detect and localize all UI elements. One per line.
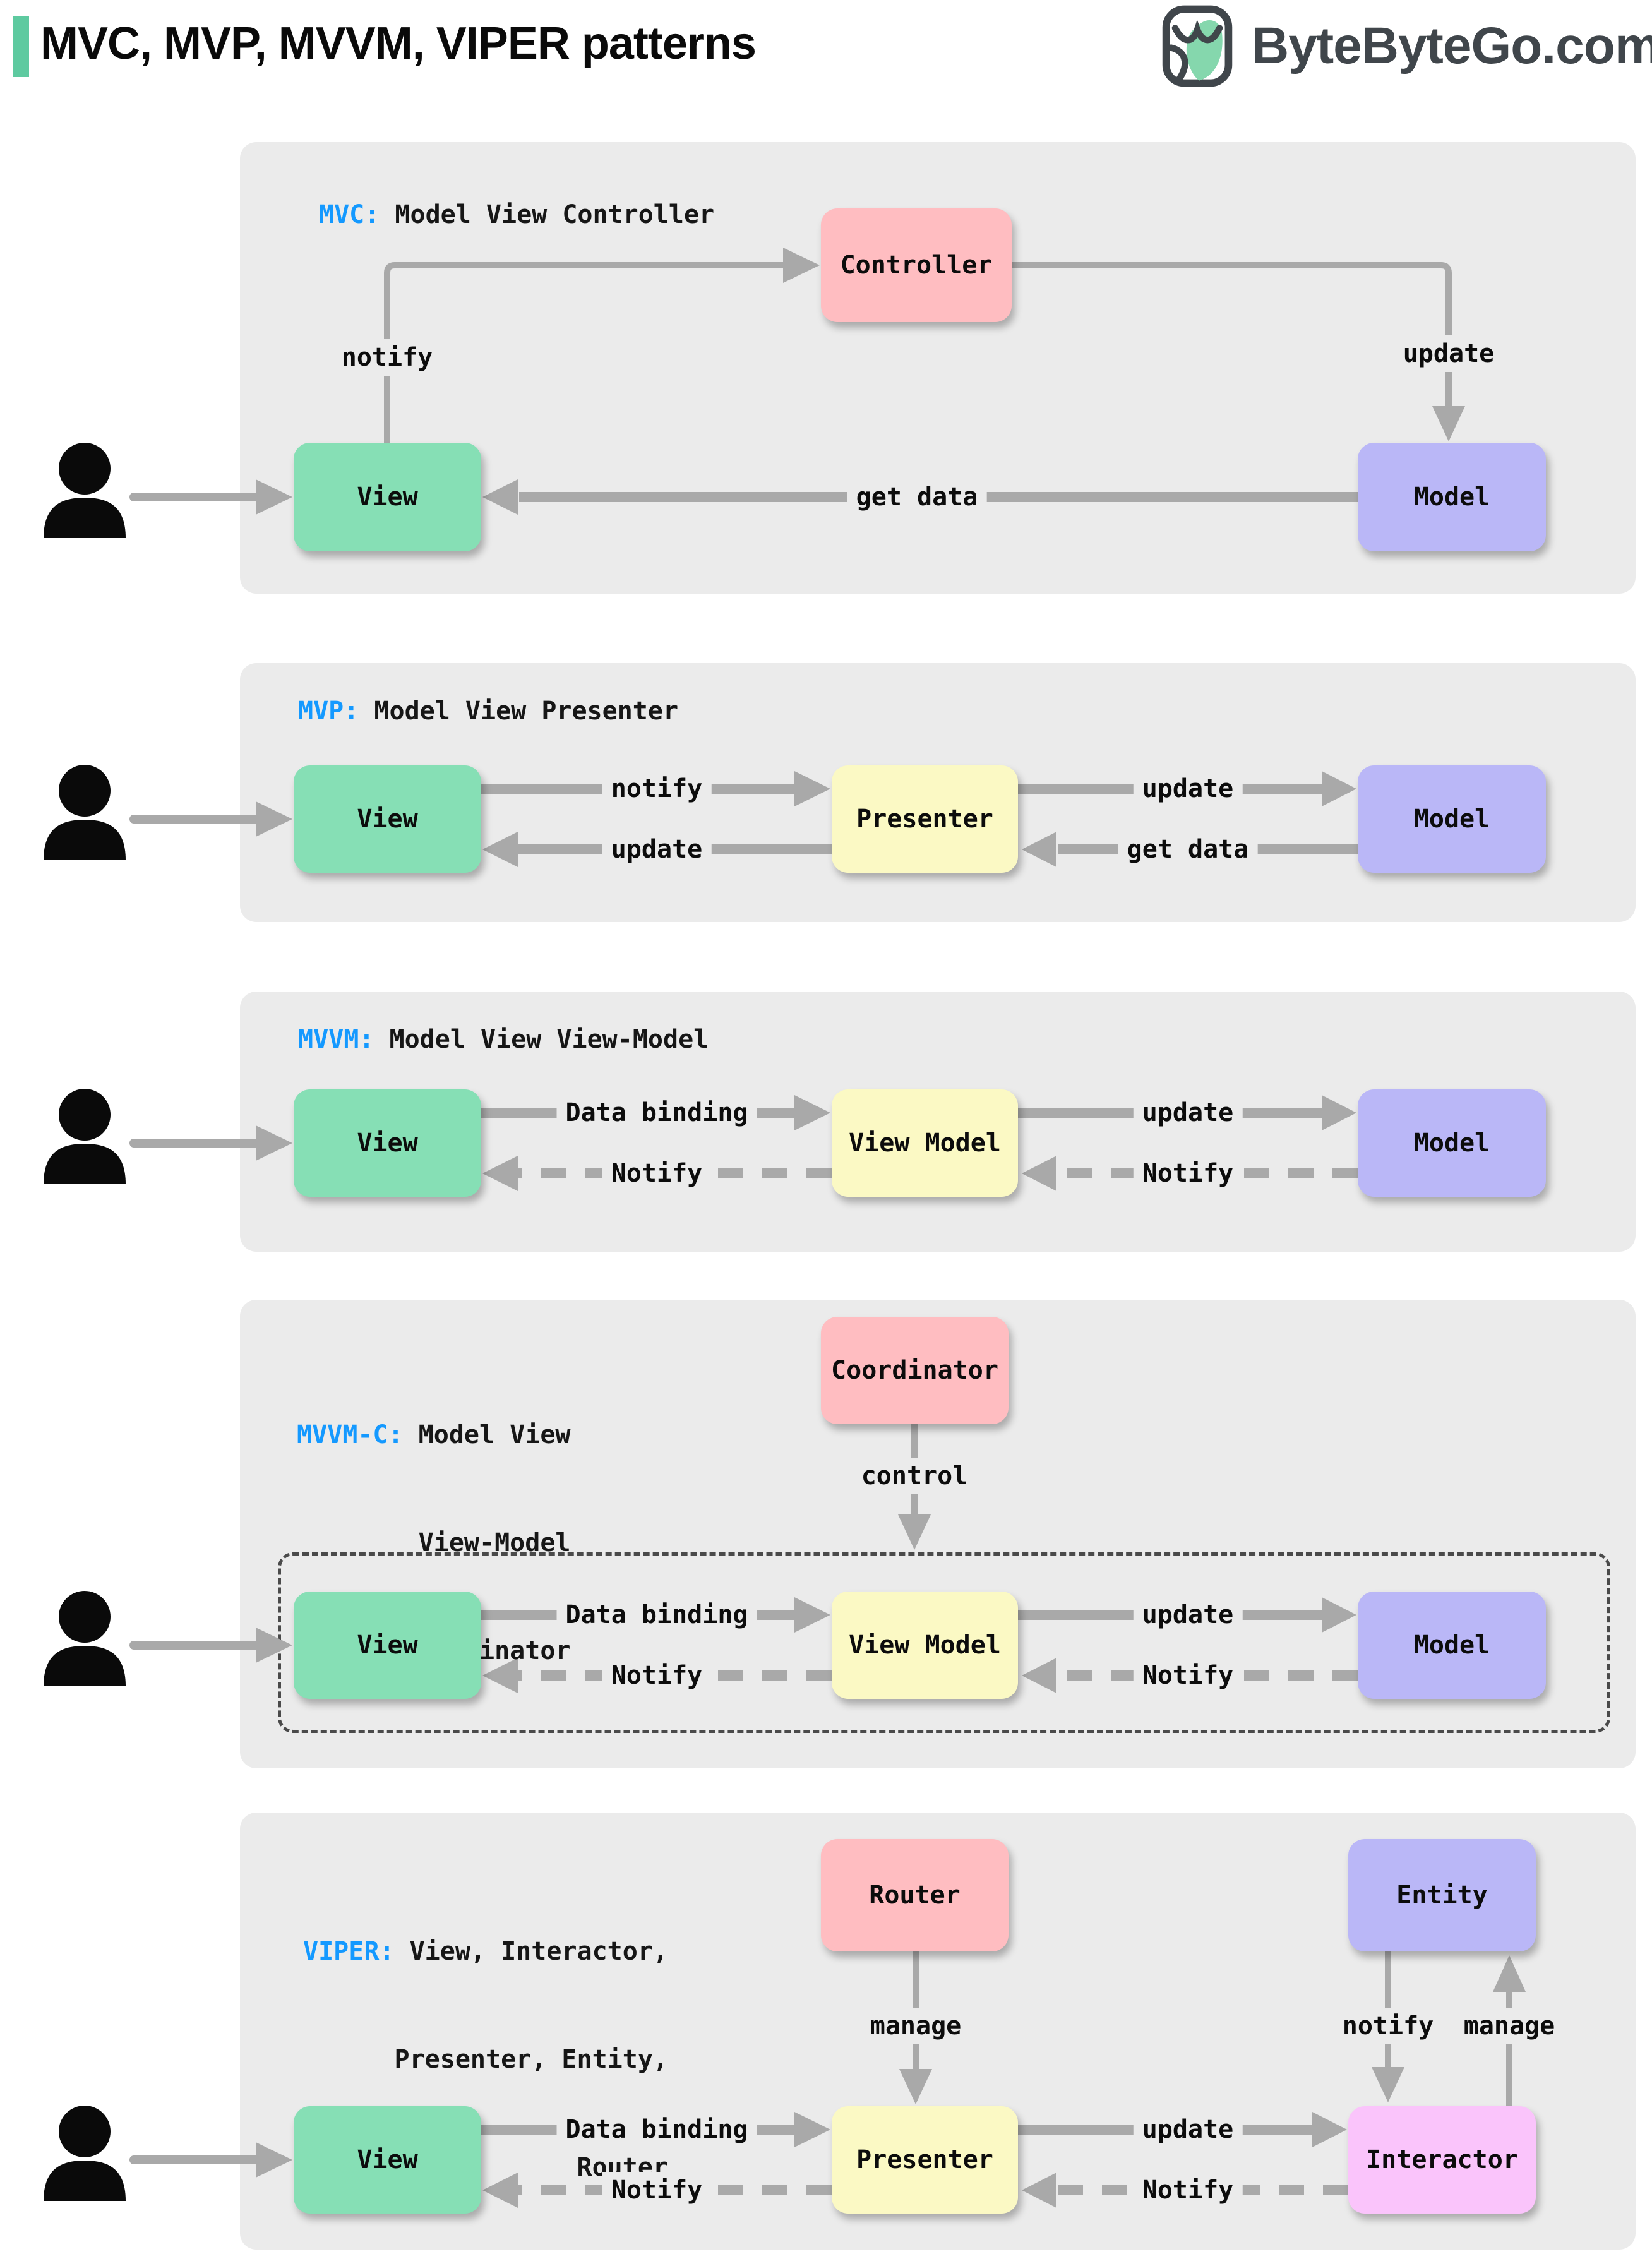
mvc-controller-box: Controller bbox=[821, 208, 1012, 322]
viper-tag: VIPER: bbox=[303, 1937, 395, 1966]
mvc-tag: MVC: bbox=[319, 200, 380, 229]
mvp-tag: MVP: bbox=[298, 697, 359, 726]
arrow-user-to-view-mvvm bbox=[129, 1125, 292, 1161]
viper-notify-entity-label: notify bbox=[1333, 2008, 1443, 2044]
brand-logo: ByteByteGo.com bbox=[1154, 5, 1652, 87]
mvvm-c-tag: MVVM-C: bbox=[297, 1420, 404, 1449]
mvp-title: MVP: Model View Presenter bbox=[298, 697, 679, 726]
user-icon bbox=[44, 765, 126, 860]
mvvm-c-view-box: View bbox=[294, 1592, 481, 1699]
page-title: MVC, MVP, MVVM, VIPER patterns bbox=[40, 18, 757, 69]
mvp-presenter-box: Presenter bbox=[832, 765, 1018, 873]
mvvm-c-data-binding-label: Data binding bbox=[556, 1597, 757, 1633]
viper-notify-to-view-label: Notify bbox=[602, 2172, 712, 2209]
viper-data-binding-label: Data binding bbox=[556, 2111, 757, 2148]
title-accent-bar bbox=[13, 16, 29, 77]
mvvm-c-notify-to-view-label: Notify bbox=[602, 1657, 712, 1694]
mvvm-notify-to-view-label: Notify bbox=[602, 1155, 712, 1192]
viper-view-box: View bbox=[294, 2106, 481, 2214]
user-icon bbox=[44, 443, 126, 538]
viper-router-box: Router bbox=[821, 1839, 1009, 1951]
mvc-title: MVC: Model View Controller bbox=[319, 200, 715, 229]
mvvm-model-box: Model bbox=[1358, 1089, 1546, 1197]
mvp-update-to-view-label: update bbox=[602, 831, 712, 868]
arrow-user-to-view-mvp bbox=[129, 801, 292, 837]
viper-title: VIPER: View, Interactor, Presenter, Enti… bbox=[303, 1937, 668, 2182]
viper-manage-entity-label: manage bbox=[1454, 2008, 1564, 2044]
mvvm-view-box: View bbox=[294, 1089, 481, 1197]
brand-name: ByteByteGo.com bbox=[1252, 17, 1652, 75]
mvvm-title: MVVM: Model View View-Model bbox=[298, 1025, 709, 1054]
viper-presenter-box: Presenter bbox=[832, 2106, 1018, 2214]
mvvm-tag: MVVM: bbox=[298, 1025, 374, 1054]
mvc-model-box: Model bbox=[1358, 443, 1546, 551]
viper-notify-to-presenter-label: Notify bbox=[1133, 2172, 1243, 2209]
arrow-user-to-view-viper bbox=[129, 2142, 292, 2178]
viper-update-label: update bbox=[1133, 2111, 1243, 2148]
viper-manage-router-label: manage bbox=[861, 2008, 971, 2044]
mvp-model-box: Model bbox=[1358, 765, 1546, 873]
bytebytego-icon bbox=[1162, 5, 1233, 87]
mvvm-c-viewmodel-box: View Model bbox=[832, 1592, 1018, 1699]
mvvm-notify-to-viewmodel-label: Notify bbox=[1133, 1155, 1243, 1192]
mvvm-data-binding-label: Data binding bbox=[556, 1094, 757, 1131]
mvvm-update-label: update bbox=[1133, 1094, 1243, 1131]
mvvm-c-control-label: control bbox=[852, 1458, 977, 1494]
user-icon bbox=[44, 1089, 126, 1184]
mvp-get-data-label: get data bbox=[1118, 831, 1258, 868]
mvvm-viewmodel-box: View Model bbox=[832, 1089, 1018, 1197]
mvvm-c-model-box: Model bbox=[1358, 1592, 1546, 1699]
mvvm-c-notify-to-viewmodel-label: Notify bbox=[1133, 1657, 1243, 1694]
arrow-user-to-view-mvvmc bbox=[129, 1628, 292, 1663]
mvp-notify-label: notify bbox=[602, 770, 712, 807]
mvvm-c-coordinator-box: Coordinator bbox=[821, 1317, 1009, 1424]
viper-entity-box: Entity bbox=[1348, 1839, 1536, 1951]
mvp-view-box: View bbox=[294, 765, 481, 873]
viper-interactor-box: Interactor bbox=[1348, 2106, 1536, 2214]
user-icon bbox=[44, 2106, 126, 2201]
mvc-update-label: update bbox=[1394, 335, 1504, 372]
user-icon bbox=[44, 1591, 126, 1686]
mvvm-c-update-label: update bbox=[1133, 1597, 1243, 1633]
arrow-view-to-controller-notify bbox=[384, 248, 820, 443]
mvc-notify-label: notify bbox=[332, 339, 442, 376]
arrow-user-to-view-mvc bbox=[129, 479, 292, 515]
mvc-get-data-label: get data bbox=[847, 479, 987, 515]
mvp-update-to-model-label: update bbox=[1133, 770, 1243, 807]
arrow-controller-to-model-update bbox=[1012, 262, 1465, 441]
mvc-view-box: View bbox=[294, 443, 481, 551]
